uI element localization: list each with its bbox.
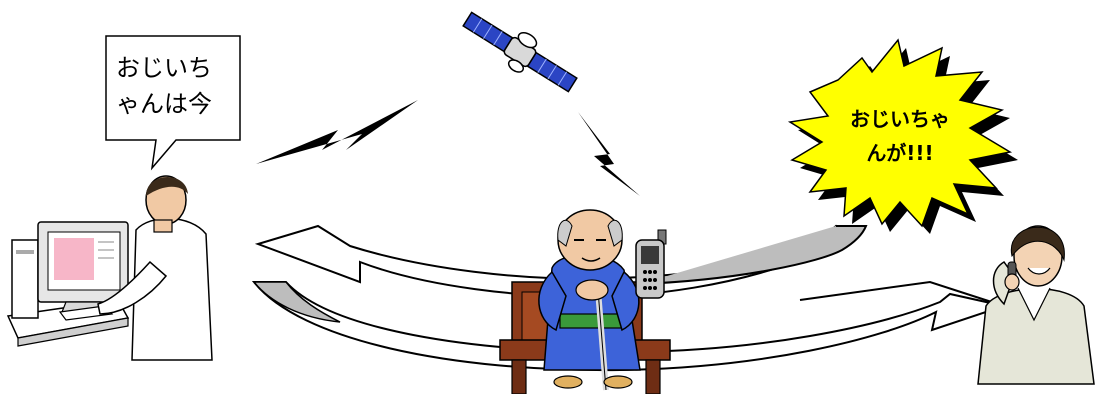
- burst-line-1: おじいちゃ: [818, 102, 982, 136]
- signal-bolt-icon: [578, 112, 640, 196]
- mobile-phone-icon: [636, 230, 666, 298]
- speech-line-2: ゃんは今: [116, 86, 234, 122]
- woman-on-phone: [978, 226, 1094, 384]
- satellite-icon: [457, 2, 583, 101]
- speech-bubble-text: おじいち ゃんは今: [116, 50, 234, 122]
- speech-line-1: おじいち: [116, 50, 234, 86]
- signal-bolt-icon: [256, 100, 418, 164]
- burst-line-2: んが!!!: [818, 136, 982, 170]
- office-worker: [8, 176, 212, 360]
- alert-burst-text: おじいちゃ んが!!!: [818, 102, 982, 170]
